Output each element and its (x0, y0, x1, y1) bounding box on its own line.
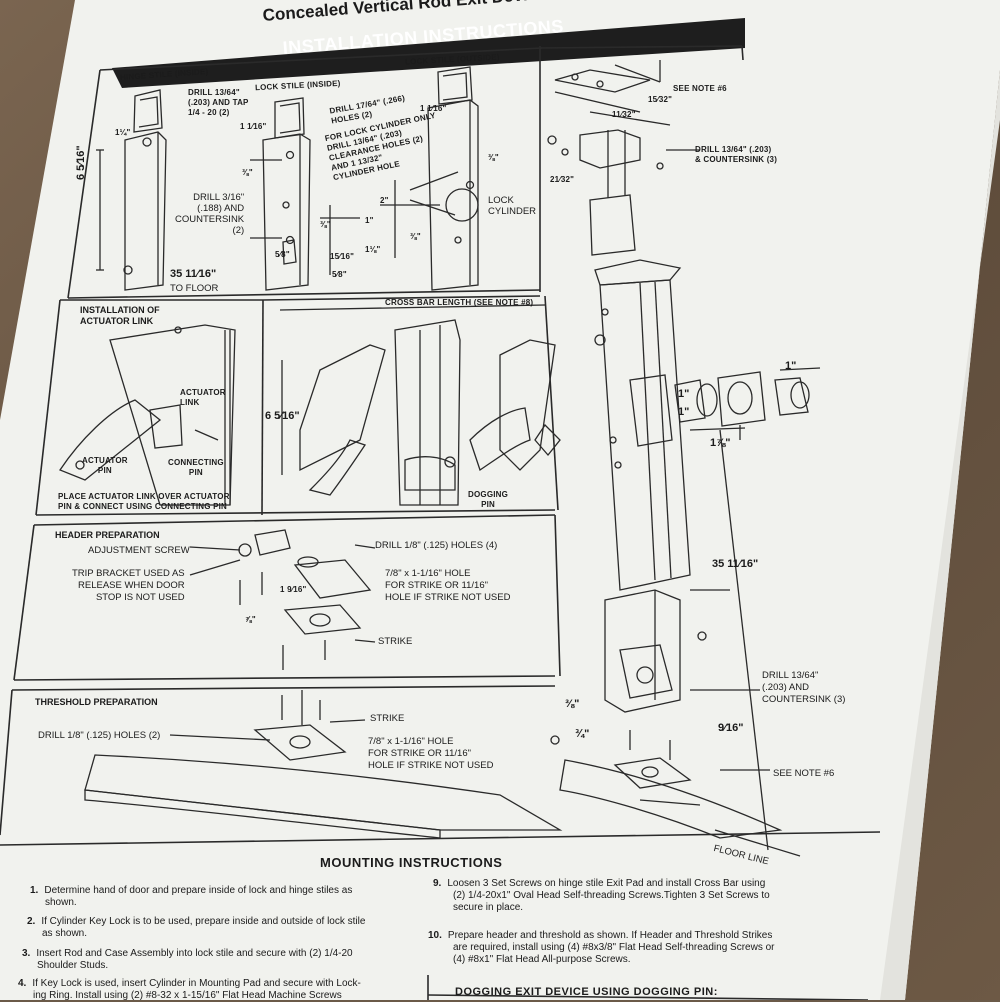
step-text: (2) 1/4-20x1" Oval Head Self-threading S… (453, 890, 770, 901)
header-strike-label: STRIKE (378, 636, 413, 647)
step-text: If Cylinder Key Lock is to be used, prep… (41, 916, 366, 927)
step-text: shown. (45, 897, 77, 908)
step-text: Determine hand of door and prepare insid… (44, 885, 353, 896)
dim-label: 1" (678, 406, 690, 418)
dim-label: 1 1⁄16" (420, 104, 447, 113)
top-right-drill-note: DRILL 13/64" (.203)& COUNTERSINK (3) (695, 145, 778, 164)
step-text: If Key Lock is used, insert Cylinder in … (32, 978, 361, 989)
mounting-step-1: 1. Determine hand of door and prepare ins… (30, 885, 352, 909)
dim-label: ¾" (575, 728, 590, 740)
crossbar-height-dim: 6 5⁄16" (265, 410, 300, 422)
dim-label: ⅜" (410, 232, 421, 241)
dim-label: 15⁄32" (648, 95, 673, 104)
dim-label: ⅜" (320, 220, 331, 229)
dim-label: 35 11⁄16" (712, 558, 759, 570)
threshold-drill-holes: DRILL 1/8" (.125) HOLES (2) (38, 730, 161, 741)
mounting-step-4: 4. If Key Lock is used, insert Cylinder i… (18, 978, 361, 1002)
step-text: are required, install using (4) #8x3/8" … (453, 942, 775, 953)
header-prep-title: HEADER PREPARATION (55, 530, 160, 540)
dim-label: ⅜" (488, 153, 499, 162)
mounting-instructions-title: MOUNTING INSTRUCTIONS (320, 855, 503, 870)
mounting-step-3: 3. Insert Rod and Case Assembly into lock… (22, 948, 353, 972)
mounting-step-9: 9. Loosen 3 Set Screws on hinge stile Exi… (433, 878, 770, 914)
step-text: as shown. (42, 928, 88, 939)
dim-label: 21⁄32" (550, 175, 575, 184)
threshold-prep-title: THRESHOLD PREPARATION (35, 697, 158, 707)
step-number: 10. (428, 930, 442, 941)
mounting-step-10: 10. Prepare header and threshold as shown… (428, 930, 774, 966)
dim-label: ⅞" (245, 615, 256, 624)
step-text: (4) #8x1" Flat Head All-purpose Screws. (453, 954, 631, 965)
see-note-6-top: SEE NOTE #6 (673, 84, 727, 93)
dim-label: 1" (785, 360, 797, 372)
dim-label: 5⁄8" (332, 270, 347, 279)
step-text: Loosen 3 Set Screws on hinge stile Exit … (447, 878, 766, 889)
dim-label: 11⁄32" (612, 110, 636, 119)
dim-label: 1" (365, 216, 374, 225)
to-floor-value: 35 11⁄16" (170, 268, 217, 280)
header-drill-holes: DRILL 1/8" (.125) HOLES (4) (375, 540, 498, 551)
dim-label: ⅜" (242, 168, 253, 177)
to-floor-label: TO FLOOR (170, 283, 219, 294)
threshold-strike-label: STRIKE (370, 713, 405, 724)
dim-label: 5⁄8" (275, 250, 290, 259)
step-number: 2. (27, 916, 36, 927)
adjustment-screw-label: ADJUSTMENT SCREW (88, 545, 190, 556)
step-number: 1. (30, 885, 39, 896)
dim-label: 1 9⁄16" (280, 585, 307, 594)
dim-label: 1⅞" (710, 437, 731, 449)
step-number: 3. (22, 948, 31, 959)
step-text: Shoulder Studs. (37, 960, 109, 971)
dim-label: 1⅛" (365, 245, 381, 254)
step-text: Prepare header and threshold as shown. I… (447, 930, 773, 941)
dim-label: 1¼" (115, 128, 131, 137)
dim-label: ⅜" (565, 698, 580, 710)
dim-label: 15⁄16" (330, 252, 355, 261)
step-number: 4. (18, 978, 27, 989)
dim-label: 1" (678, 388, 690, 400)
step-number: 9. (433, 878, 442, 889)
see-note-6-bottom: SEE NOTE #6 (773, 768, 835, 779)
step-text: secure in place. (453, 902, 524, 913)
dim-label: 1 1⁄16" (240, 122, 267, 131)
dogging-section-title: DOGGING EXIT DEVICE USING DOGGING PIN: (455, 986, 718, 998)
mounting-step-2: 2. If Cylinder Key Lock is to be used, pr… (27, 916, 365, 940)
dim-label: 6 5⁄16" (75, 145, 87, 180)
step-text: ing Ring. Install using (2) #8-32 x 1-15… (33, 990, 342, 1001)
step-text: Insert Rod and Case Assembly into lock s… (36, 948, 353, 959)
dim-label: 2" (380, 196, 389, 205)
dim-label: 9⁄16" (718, 722, 744, 734)
crossbar-length-label: CROSS BAR LENGTH (SEE NOTE #8) (385, 298, 534, 307)
